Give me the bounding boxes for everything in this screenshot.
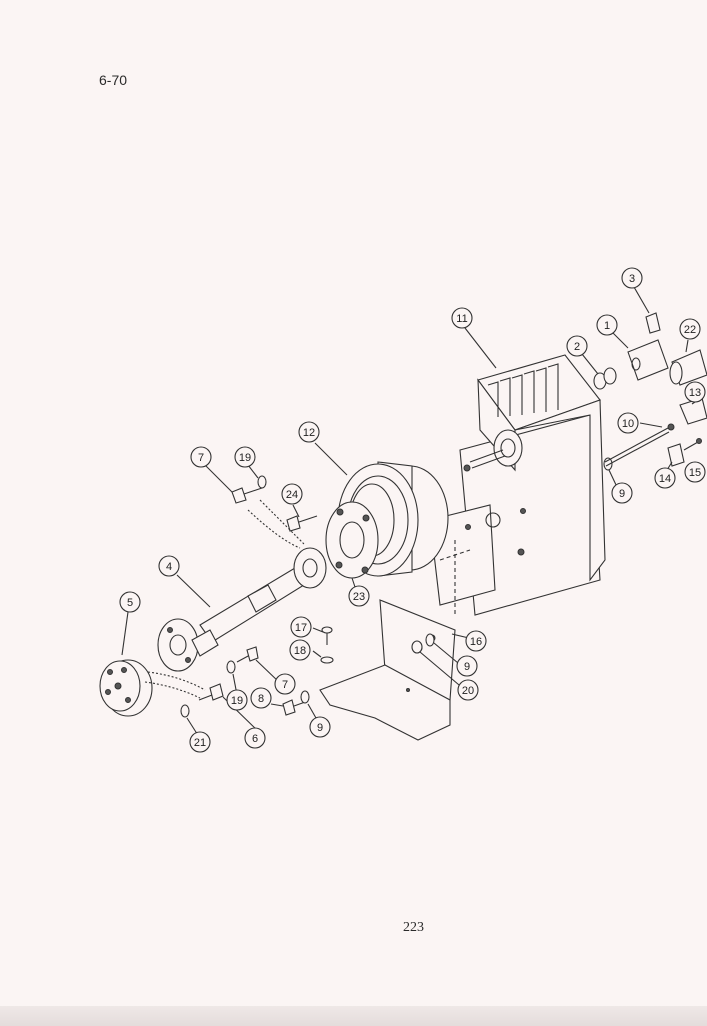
callout-20: 20 — [457, 679, 479, 701]
guide-lines — [144, 499, 306, 699]
callout-4: 4 — [158, 555, 180, 577]
callout-11: 11 — [451, 307, 473, 329]
callout-9-lower: 9 — [309, 716, 331, 738]
flange-plate — [325, 501, 379, 579]
svg-text:23: 23 — [353, 591, 365, 603]
svg-text:2: 2 — [574, 341, 580, 353]
svg-text:17: 17 — [295, 622, 307, 634]
mounting-bracket — [319, 599, 456, 741]
svg-text:3: 3 — [629, 273, 635, 285]
svg-text:7: 7 — [198, 452, 204, 464]
page-number: 223 — [403, 920, 424, 935]
svg-text:21: 21 — [194, 737, 206, 749]
svg-text:13: 13 — [689, 387, 701, 399]
callout-7-lower: 7 — [274, 673, 296, 695]
svg-text:20: 20 — [462, 685, 474, 697]
callout-18: 18 — [289, 639, 311, 661]
callout-24: 24 — [281, 483, 303, 505]
callout-7-upper: 7 — [190, 446, 212, 468]
callout-9-right: 9 — [611, 482, 633, 504]
svg-text:5: 5 — [127, 597, 133, 609]
scan-edge — [0, 1006, 707, 1026]
callout-16: 16 — [465, 630, 487, 652]
svg-text:16: 16 — [470, 636, 482, 648]
callout-6: 6 — [244, 727, 266, 749]
svg-text:12: 12 — [303, 427, 315, 439]
callout-19-upper: 19 — [234, 446, 256, 468]
svg-text:10: 10 — [622, 418, 634, 430]
callout-23: 23 — [348, 585, 370, 607]
callout-13: 13 — [684, 381, 706, 403]
svg-text:11: 11 — [456, 313, 467, 325]
callout-1: 1 — [596, 314, 618, 336]
svg-text:4: 4 — [166, 561, 172, 573]
callout-15: 15 — [684, 461, 706, 483]
svg-text:9: 9 — [619, 488, 625, 500]
callout-9-bracket: 9 — [456, 655, 478, 677]
svg-text:9: 9 — [317, 722, 323, 734]
callout-2: 2 — [566, 335, 588, 357]
svg-text:9: 9 — [464, 661, 470, 673]
coupler-disc — [99, 659, 153, 717]
section-code: 6-70 — [99, 72, 128, 88]
callout-19-lower: 19 — [226, 689, 248, 711]
gearbox-housing — [429, 354, 606, 616]
svg-text:24: 24 — [286, 489, 298, 501]
callout-12: 12 — [298, 421, 320, 443]
svg-text:19: 19 — [239, 452, 251, 464]
svg-text:18: 18 — [294, 645, 306, 657]
callout-14: 14 — [654, 467, 676, 489]
callout-17: 17 — [290, 616, 312, 638]
callout-22: 22 — [679, 318, 701, 340]
callout-5: 5 — [119, 591, 141, 613]
svg-text:6: 6 — [252, 733, 258, 745]
callout-3: 3 — [621, 267, 643, 289]
callout-8: 8 — [250, 687, 272, 709]
svg-text:15: 15 — [689, 467, 701, 479]
callout-21: 21 — [189, 731, 211, 753]
svg-text:19: 19 — [231, 695, 243, 707]
svg-text:7: 7 — [282, 679, 288, 691]
svg-text:1: 1 — [604, 320, 610, 332]
svg-text:8: 8 — [258, 693, 264, 705]
drive-shaft — [157, 547, 327, 672]
svg-text:14: 14 — [659, 473, 671, 485]
fasteners — [180, 312, 707, 718]
svg-text:22: 22 — [684, 324, 696, 336]
callout-10: 10 — [617, 412, 639, 434]
